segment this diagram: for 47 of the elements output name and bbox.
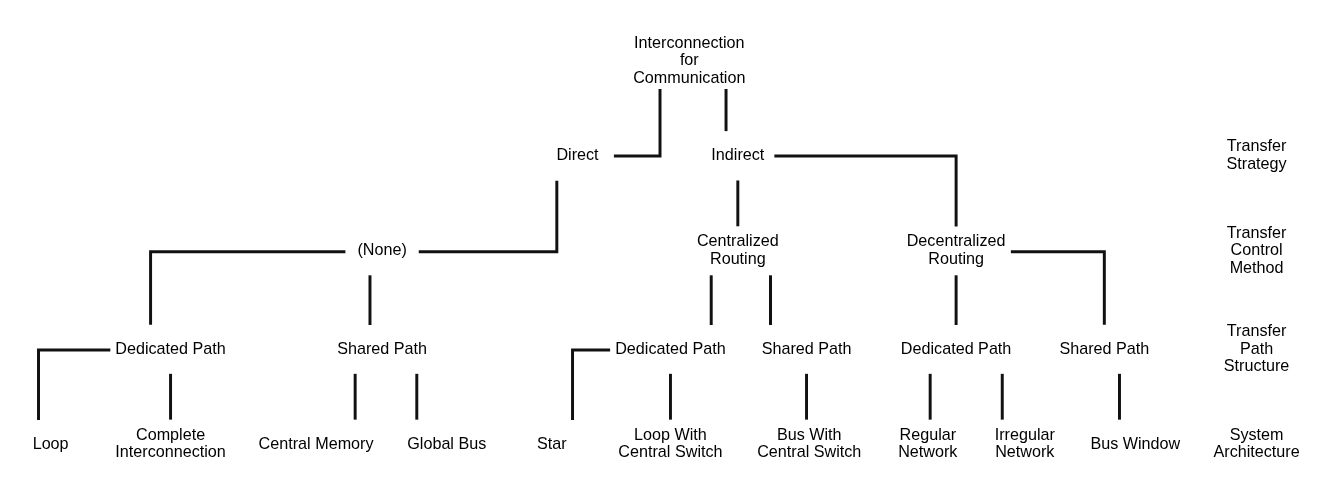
node-text: Loop With Central Switch — [618, 424, 723, 461]
node-text: Centralized Routing — [696, 231, 779, 267]
connector — [1010, 250, 1106, 325]
node-text: Loop — [32, 433, 69, 452]
connector — [774, 154, 958, 227]
node-text: (None) — [357, 240, 407, 259]
node-text: Dedicated Path — [615, 338, 726, 357]
connector — [954, 275, 958, 325]
label: Transfer Strategy — [1226, 136, 1287, 172]
connector — [571, 348, 611, 421]
node-text: Shared Path — [337, 338, 428, 357]
connector — [709, 275, 713, 325]
node-text: Indirect — [711, 145, 765, 164]
node-text: Central Memory — [258, 433, 374, 452]
connector — [169, 373, 173, 420]
node-text: Star — [537, 433, 567, 452]
connector — [724, 89, 728, 132]
connector — [613, 89, 662, 158]
node-text: Irregular Network — [994, 424, 1055, 461]
connector — [415, 373, 419, 420]
node-text: Direct — [556, 145, 599, 164]
connector — [368, 275, 372, 325]
node-text: Interconnection for Communication — [633, 32, 746, 86]
connector — [1000, 373, 1004, 420]
connector — [37, 348, 111, 421]
connector — [1118, 373, 1121, 420]
label: System Architecture — [1213, 424, 1300, 461]
connector — [418, 180, 559, 254]
node-text: Dedicated Path — [115, 338, 226, 357]
connector — [353, 373, 357, 420]
label: Transfer Control Method — [1226, 222, 1287, 276]
connector — [668, 373, 672, 420]
node-text: Bus Window — [1090, 433, 1181, 452]
node-text: Shared Path — [761, 338, 852, 357]
node-text: Shared Path — [1059, 338, 1150, 357]
node-text: Dedicated Path — [900, 338, 1012, 357]
connector — [769, 275, 772, 325]
node-text: Regular Network — [898, 424, 958, 461]
connector — [149, 250, 346, 325]
connector — [928, 373, 932, 420]
connector — [736, 180, 740, 227]
label: Transfer Path Structure — [1223, 321, 1290, 375]
node-text: Global Bus — [407, 433, 487, 452]
node-text: Complete Interconnection — [115, 424, 226, 461]
connector — [805, 373, 808, 420]
node-text: Decentralized Routing — [906, 231, 1006, 267]
node-text: Bus With Central Switch — [757, 424, 862, 461]
